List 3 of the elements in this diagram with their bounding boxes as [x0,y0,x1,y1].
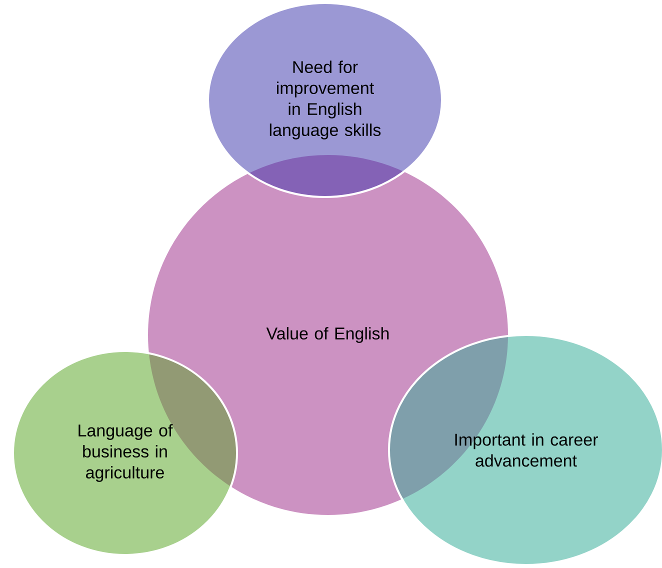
ellipse-node: Important in career advancement [388,334,662,566]
ellipse-node: Need for improvement in English language skills [207,2,443,198]
ellipse-node: Language of business in agriculture [12,350,238,556]
